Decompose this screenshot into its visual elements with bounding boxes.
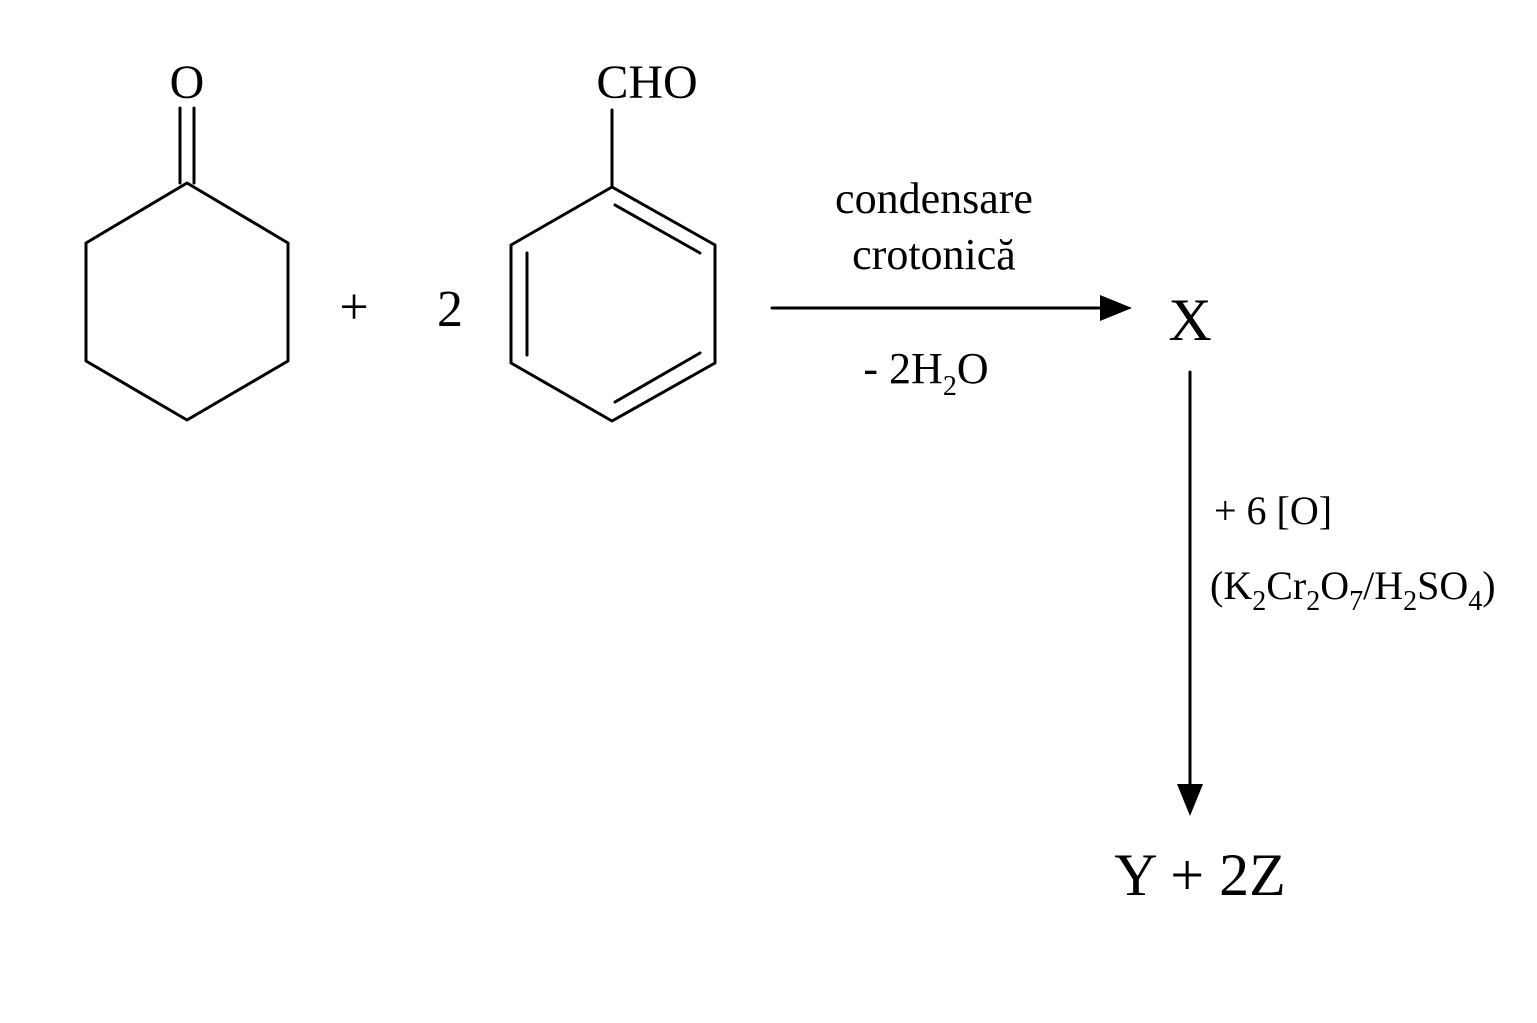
reaction-arrow-vertical	[1177, 370, 1203, 816]
cyclohexane-ring	[84, 181, 290, 422]
horizontal-arrowhead	[1100, 295, 1132, 321]
water-byproduct: - 2H2O	[863, 344, 988, 402]
benzene-double-bond-2	[613, 351, 702, 404]
condition-line-1: condensare	[835, 174, 1033, 223]
benzaldehyde-coefficient: 2	[437, 281, 463, 338]
benzaldehyde-structure: CHO	[509, 56, 717, 423]
so-symbol: SO	[1417, 563, 1468, 608]
water-suffix: O	[957, 344, 989, 393]
oxidant-open: (K	[1210, 563, 1252, 608]
benzene-double-bond-1	[613, 203, 702, 255]
oxidation-reagent: + 6 [O]	[1214, 488, 1332, 533]
oxidant-formula: (K2Cr2O7/H2SO4)	[1210, 563, 1496, 617]
so-subscript: 4	[1468, 586, 1482, 617]
o-symbol: O	[1320, 563, 1349, 608]
cr-subscript: 2	[1306, 586, 1320, 617]
acid-h-symbol: /H	[1363, 563, 1403, 608]
water-subscript: 2	[943, 371, 957, 402]
vertical-arrowhead	[1177, 784, 1203, 816]
cyclohexanone-structure: O	[84, 56, 290, 422]
intermediate-x: X	[1168, 287, 1211, 353]
o-subscript: 7	[1349, 586, 1363, 617]
final-products: Y + 2Z	[1114, 842, 1286, 908]
plus-sign: +	[339, 279, 368, 336]
aldehyde-label: CHO	[596, 56, 697, 109]
oxygen-label: O	[170, 56, 205, 109]
k-subscript: 2	[1252, 586, 1266, 617]
cr-symbol: Cr	[1266, 563, 1306, 608]
reaction-arrow-horizontal	[770, 295, 1132, 321]
benzene-ring	[509, 185, 717, 423]
h-subscript: 2	[1403, 586, 1417, 617]
condition-line-2: crotonică	[852, 230, 1016, 279]
water-prefix: - 2H	[863, 344, 942, 393]
oxidant-close: )	[1482, 563, 1495, 608]
